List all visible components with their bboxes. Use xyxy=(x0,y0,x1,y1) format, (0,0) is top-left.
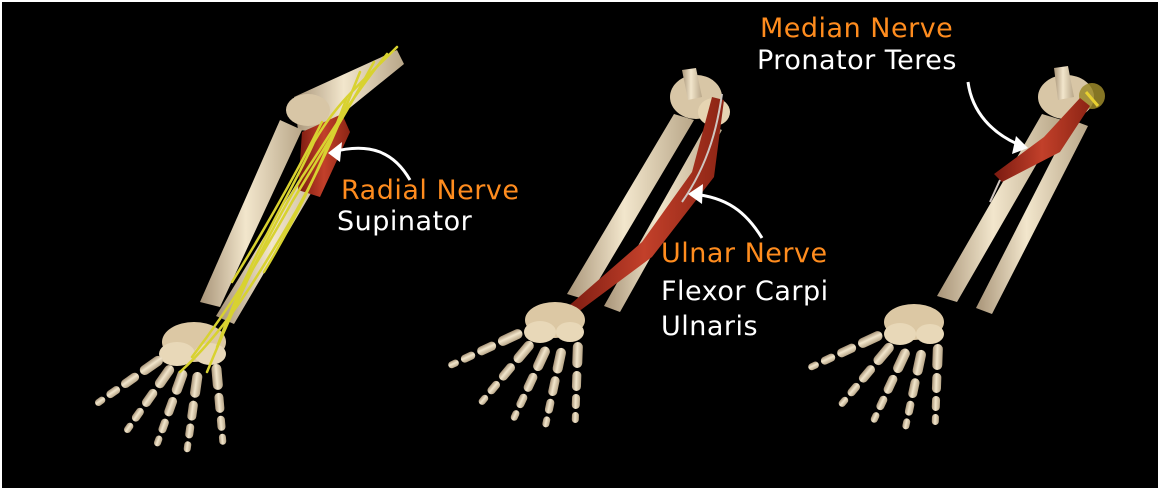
forearm-3 xyxy=(806,66,1105,431)
forearm-2 xyxy=(446,68,764,429)
supinator-label: Supinator xyxy=(337,206,473,237)
ulnar-nerve-label: Ulnar Nerve xyxy=(661,238,828,269)
pronator-teres-label: Pronator Teres xyxy=(757,45,957,76)
radial-nerve-label: Radial Nerve xyxy=(341,175,520,206)
forearm-1 xyxy=(92,45,412,453)
median-nerve-label: Median Nerve xyxy=(760,13,954,44)
ulnaris-label: Ulnaris xyxy=(661,311,759,342)
flexor-carpi-label: Flexor Carpi xyxy=(661,276,829,307)
